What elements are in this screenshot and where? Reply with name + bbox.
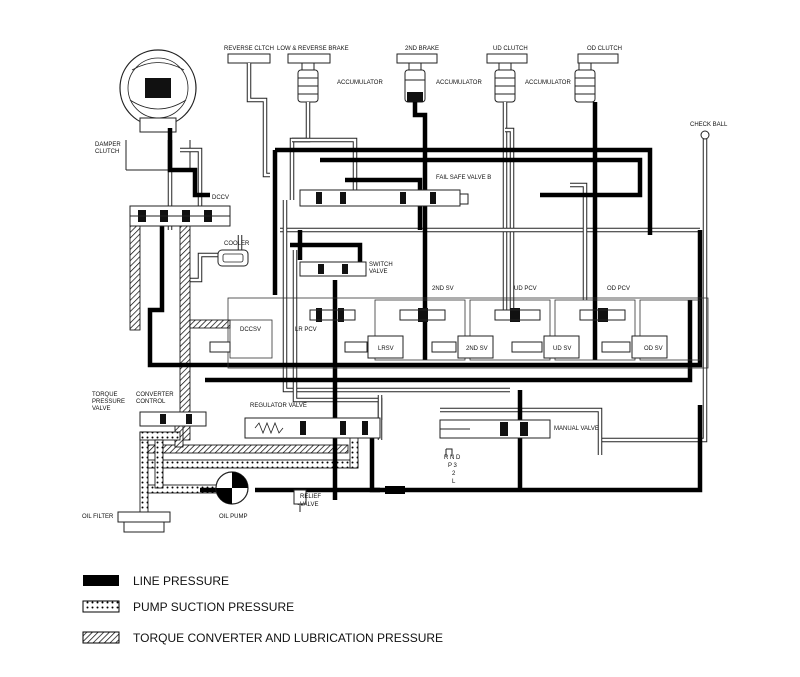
torque-pressure-valve [139,411,207,427]
label-clutch: CLUTCH [95,149,119,155]
label-range-3: 2 [452,471,456,477]
label-manual-valve: MANUAL VALVE [554,426,599,432]
label-accumulator-1: ACCUMULATOR [337,80,383,86]
label-lr-pcv: LR PCV [295,327,317,333]
component-labels: REVERSE CLTCH LOW & REVERSE BRAKE 2ND BR… [82,46,728,520]
svg-text:TORQUE CONVERTER AND LUBRICATI: TORQUE CONVERTER AND LUBRICATION PRESSUR… [133,631,443,645]
label-2nd-sv-top: 2ND SV [432,286,454,292]
label-ud-pcv: UD PCV [514,286,537,292]
relief-valve [293,489,307,512]
label-od-pcv: OD PCV [607,286,630,292]
label-fail-safe-valve-b: FAIL SAFE VALVE B [436,175,491,181]
accumulator-2nd [404,62,426,103]
label-od-clutch: OD CLUTCH [587,46,622,52]
label-ud-clutch: UD CLUTCH [493,46,528,52]
legend-torque-converter: TORQUE CONVERTER AND LUBRICATION PRESSUR… [82,631,443,645]
selector-symbol [445,448,453,456]
fail-safe-valve-b [299,189,469,207]
label-oil-filter: OIL FILTER [82,514,114,520]
label-range-1: R N D [444,455,461,461]
label-regulator-valve: REGULATOR VALVE [250,403,307,409]
label-2nd-brake: 2ND BRAKE [405,46,439,52]
line-pressure-marker [385,486,405,494]
pump-suction-lines [139,431,359,515]
label-control: CONTROL [136,399,166,405]
label-range-2: P 3 [448,463,458,469]
label-lrsv: LRSV [378,346,394,352]
torque-converter [119,49,197,171]
accumulators [297,62,596,103]
label-switch: SWITCH [369,262,393,268]
oil-filter [117,511,171,533]
label-cooler: COOLER [224,241,250,247]
accumulator-lr [297,62,319,103]
oil-pump [215,471,249,505]
label-range-4: L [452,479,456,485]
label-ud-sv: UD SV [553,346,571,352]
label-pressure: PRESSURE [92,399,125,405]
svg-text:LINE PRESSURE: LINE PRESSURE [133,574,229,588]
label-torque: TORQUE [92,392,118,398]
thin-pipes [167,63,708,505]
legend-line-pressure: LINE PRESSURE [83,574,229,588]
solenoid-row [209,297,709,369]
label-2nd-sv: 2ND SV [466,346,488,352]
label-valve-tp: VALVE [92,406,110,412]
label-relief: RELIEF [300,494,321,500]
svg-text:PUMP SUCTION PRESSURE: PUMP SUCTION PRESSURE [133,600,294,614]
label-relief-valve: VALVE [300,502,318,508]
accumulator-od [574,62,596,103]
label-reverse-clutch: REVERSE CLTCH [224,46,274,52]
label-dccsv: DCCSV [240,327,261,333]
legend: LINE PRESSURE PUMP SUCTION PRESSURE TORQ… [82,574,443,645]
switch-valve [299,261,367,277]
label-check-ball: CHECK BALL [690,122,728,128]
label-accumulator-3: ACCUMULATOR [525,80,571,86]
label-oil-pump: OIL PUMP [219,514,247,520]
label-valve: VALVE [369,269,387,275]
cooler [217,249,249,267]
label-dccv: DCCV [212,195,229,201]
check-ball [700,130,710,140]
dccv-valve [129,205,231,227]
label-damper: DAMPER [95,142,121,148]
legend-pump-suction: PUMP SUCTION PRESSURE [82,600,294,614]
label-converter: CONVERTER [136,392,174,398]
label-accumulator-2: ACCUMULATOR [436,80,482,86]
clutch-boxes [227,53,619,64]
accumulator-ud [494,62,516,103]
regulator-valve [244,417,381,439]
label-od-sv: OD SV [644,346,663,352]
label-low-reverse-brake: LOW & REVERSE BRAKE [277,46,349,52]
manual-valve [439,419,551,439]
